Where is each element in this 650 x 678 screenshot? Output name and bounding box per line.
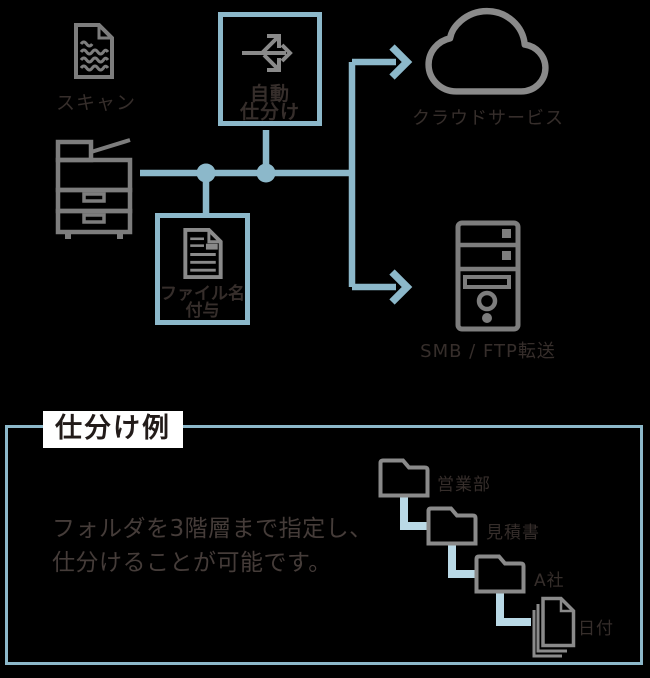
folder-label-level3: A社 (534, 571, 565, 591)
scan-document-icon (74, 23, 114, 79)
folder-label-level2: 見積書 (486, 523, 540, 543)
flow-connector-lines (140, 44, 413, 305)
example-description-line1: フォルダを3階層まで指定し、 (52, 516, 373, 542)
file-naming-box: ファイル名 付与 (155, 213, 250, 325)
folder-icon-level1 (378, 458, 430, 498)
server-label: SMB / FTP転送 (420, 341, 556, 362)
document-stack-icon (532, 596, 576, 658)
file-naming-label: ファイル名 付与 (160, 286, 245, 320)
auto-sort-label: 自動 仕分け (239, 83, 300, 123)
scan-label: スキャン (56, 92, 137, 114)
cloud-label: クラウドサービス (412, 108, 564, 129)
folder-label-level4: 日付 (578, 619, 614, 639)
auto-sort-label-line2: 仕分け (239, 101, 300, 123)
file-naming-label-line1: ファイル名 (160, 284, 245, 304)
branch-node (256, 163, 276, 183)
mfp-printer-icon (55, 138, 133, 239)
folder-icon-level3 (474, 554, 526, 594)
example-description-line2: 仕分けることが可能です。 (52, 550, 332, 576)
example-description: フォルダを3階層まで指定し、 仕分けることが可能です。 (52, 512, 373, 580)
file-naming-label-line2: 付与 (185, 301, 220, 321)
arrow-to-server (389, 269, 413, 305)
sorting-example-title: 仕分け例 (43, 411, 183, 448)
cloud-icon (425, 7, 549, 95)
auto-sort-box: 自動 仕分け (218, 12, 322, 126)
sorting-example-box (5, 425, 643, 665)
arrow-to-cloud (389, 44, 413, 80)
folder-icon-level2 (426, 506, 478, 546)
server-icon (455, 220, 521, 332)
auto-sort-arrows-icon (242, 34, 293, 72)
branch-node (196, 163, 216, 183)
file-document-icon (182, 227, 223, 280)
auto-sort-label-line1: 自動 (249, 83, 290, 105)
folder-label-level1: 営業部 (437, 475, 491, 495)
